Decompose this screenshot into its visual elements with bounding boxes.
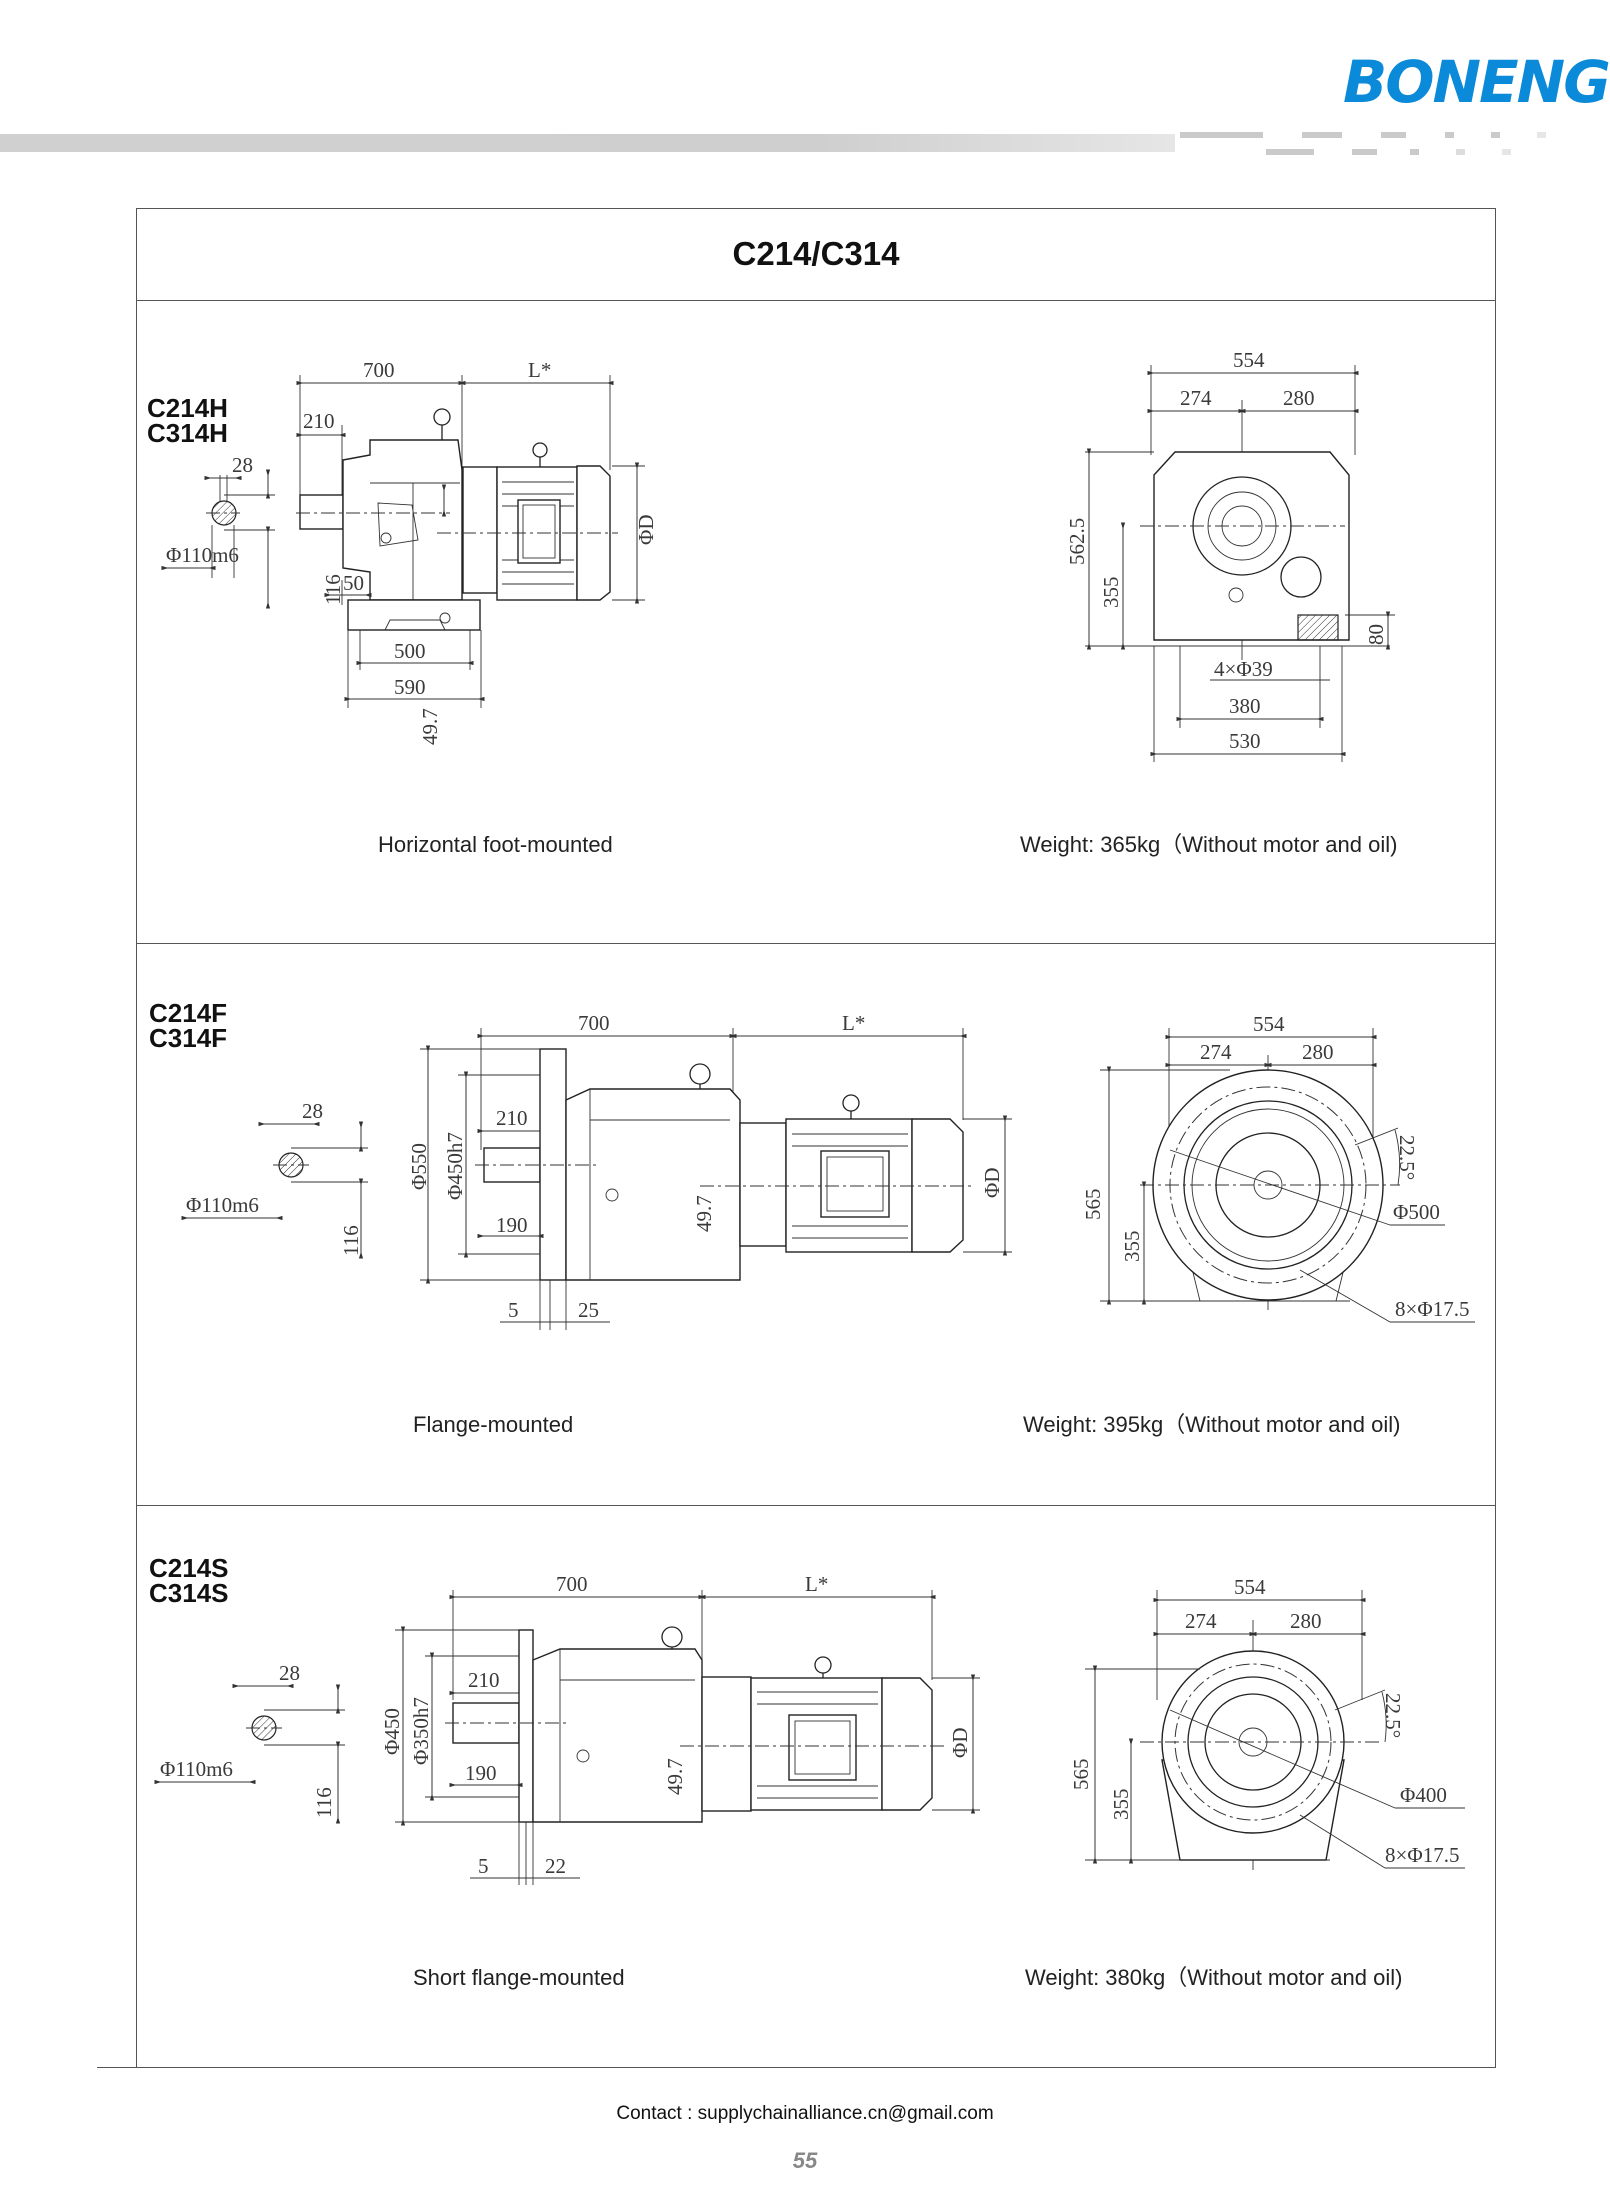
drawing-frame (136, 208, 1496, 2068)
page-number: 55 (792, 2148, 818, 2173)
caption-short-flange: Short flange-mounted (413, 1965, 625, 1990)
brand-logo: BONENG (1343, 48, 1610, 116)
dim-shaft-dia: Φ110m6 (166, 543, 239, 567)
dim-530: 530 (1229, 729, 1261, 753)
model-name: C314F (149, 1023, 228, 1053)
frame-bottom (97, 2067, 1496, 2068)
dim-700: 700 (363, 358, 395, 382)
dim-shaft-dia: Φ110m6 (186, 1193, 259, 1217)
dim-500: 500 (394, 639, 426, 663)
model-label-f: C214F C314F (149, 998, 228, 1053)
model-name: C314S (149, 1578, 229, 1608)
section-divider (136, 943, 1496, 944)
side-view-foot-mounted: 700 L* 210 ΦD 49.7 50 500 590 (161, 358, 658, 745)
dim-700: 700 (556, 1572, 588, 1596)
end-view-short-flange: 554 274 280 565 355 22.5° Φ400 8×Φ17.5 (1069, 1575, 1465, 1870)
title-divider (136, 300, 1496, 301)
dim-190: 190 (465, 1761, 497, 1785)
end-view-flange-mounted: 554 274 280 565 355 22.5° Φ500 8×Φ17.5 (1081, 1012, 1475, 1323)
dim-flange-dia: Φ450 (380, 1708, 404, 1755)
end-view-foot-mounted: 554 274 280 562.5 355 80 4×Φ39 380 530 (1065, 348, 1395, 762)
dim-274: 274 (1200, 1040, 1232, 1064)
dim-554: 554 (1253, 1012, 1285, 1036)
weight-short-flange: Weight: 380kg（Without motor and oil) (1025, 1965, 1403, 1990)
dim-49-7: 49.7 (663, 1758, 687, 1795)
dim-l: L* (528, 358, 551, 382)
dim-phi-d: ΦD (634, 514, 658, 545)
dim-280: 280 (1302, 1040, 1334, 1064)
dim-holes: 4×Φ39 (1214, 657, 1273, 681)
dim-spigot-dia: Φ350h7 (409, 1697, 433, 1765)
dim-phi-d: ΦD (948, 1727, 972, 1758)
dim-25: 25 (578, 1298, 599, 1322)
dim-116: 116 (339, 1225, 363, 1256)
dim-angle: 22.5° (1381, 1693, 1405, 1738)
dim-554: 554 (1233, 348, 1265, 372)
weight-flange-mounted: Weight: 395kg（Without motor and oil) (1023, 1412, 1401, 1437)
caption-foot-mounted: Horizontal foot-mounted (378, 832, 613, 857)
dim-562-5: 562.5 (1065, 518, 1089, 565)
dim-phi-d: ΦD (980, 1167, 1004, 1198)
footer-contact: Contact : supplychainalliance.cn@gmail.c… (616, 2103, 994, 2124)
dim-280: 280 (1283, 386, 1315, 410)
dim-pcd: Φ500 (1393, 1200, 1440, 1224)
dim-280: 280 (1290, 1609, 1322, 1633)
dim-355: 355 (1099, 577, 1123, 609)
model-name: C214H (147, 393, 228, 423)
dim-49-7: 49.7 (692, 1195, 716, 1232)
caption-flange-mounted: Flange-mounted (413, 1412, 574, 1437)
dim-holes: 8×Φ17.5 (1385, 1843, 1459, 1867)
model-label-h: C214H C314H (147, 393, 228, 448)
page-title: C214/C314 (732, 235, 900, 272)
dim-210: 210 (468, 1668, 500, 1692)
dim-565: 565 (1081, 1189, 1105, 1221)
dim-190: 190 (496, 1213, 528, 1237)
dim-355: 355 (1120, 1231, 1144, 1263)
model-name: C214S (149, 1553, 229, 1583)
dim-49-7: 49.7 (418, 708, 442, 745)
side-view-short-flange: 700 L* 210 ΦD 49.7 Φ450 Φ350h7 190 5 22 (154, 1572, 980, 1885)
dim-28: 28 (279, 1661, 300, 1685)
dim-116: 116 (321, 574, 345, 605)
dim-flange-dia: Φ550 (407, 1143, 431, 1190)
dim-554: 554 (1234, 1575, 1266, 1599)
dim-355: 355 (1109, 1789, 1133, 1821)
dim-274: 274 (1180, 386, 1212, 410)
dim-210: 210 (303, 409, 335, 433)
section-divider (136, 1505, 1496, 1506)
dim-28: 28 (302, 1099, 323, 1123)
model-name: C214F (149, 998, 228, 1028)
dim-380: 380 (1229, 694, 1261, 718)
dim-210: 210 (496, 1106, 528, 1130)
model-name: C314H (147, 418, 228, 448)
dim-shaft-dia: Φ110m6 (160, 1757, 233, 1781)
dim-spigot-dia: Φ450h7 (443, 1132, 467, 1200)
dim-80: 80 (1364, 624, 1388, 645)
header-bar (0, 134, 1175, 152)
dim-5: 5 (478, 1854, 489, 1878)
dim-5: 5 (508, 1298, 519, 1322)
dim-holes: 8×Φ17.5 (1395, 1297, 1469, 1321)
dim-22: 22 (545, 1854, 566, 1878)
model-label-s: C214S C314S (149, 1553, 229, 1608)
dim-angle: 22.5° (1395, 1135, 1419, 1180)
weight-foot-mounted: Weight: 365kg（Without motor and oil) (1020, 832, 1398, 857)
dim-590: 590 (394, 675, 426, 699)
dim-565: 565 (1069, 1759, 1093, 1791)
dim-l: L* (842, 1011, 865, 1035)
dim-50: 50 (343, 571, 364, 595)
dim-pcd: Φ400 (1400, 1783, 1447, 1807)
dim-700: 700 (578, 1011, 610, 1035)
dim-274: 274 (1185, 1609, 1217, 1633)
side-view-flange-mounted: 700 L* 210 ΦD 49.7 Φ550 Φ450h7 190 5 25 (181, 1011, 1012, 1330)
dim-l: L* (805, 1572, 828, 1596)
dim-28: 28 (232, 453, 253, 477)
dim-116: 116 (312, 1787, 336, 1818)
